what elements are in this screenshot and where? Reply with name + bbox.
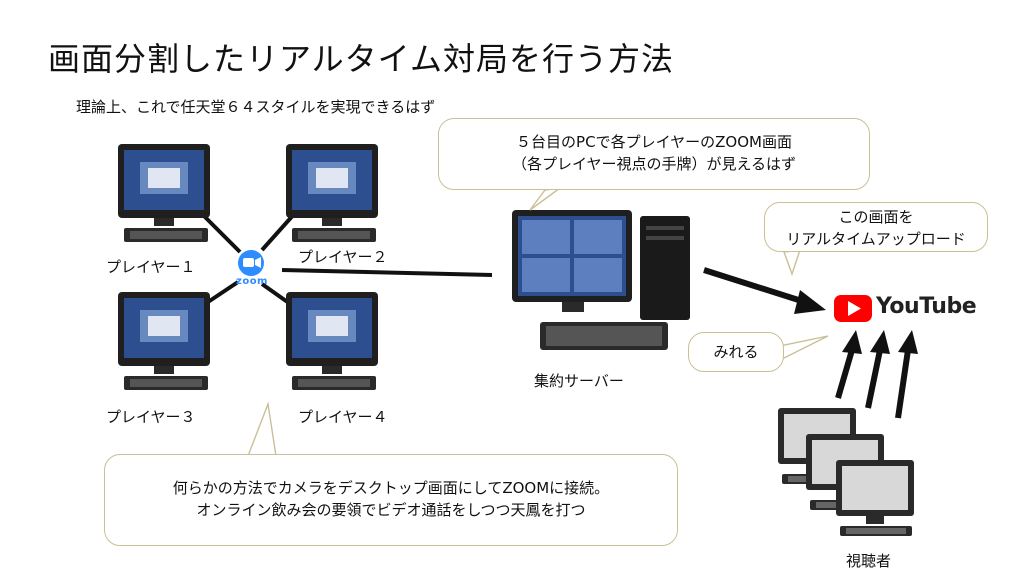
server-label: 集約サーバー [534, 372, 624, 390]
player-2-label: プレイヤー２ [298, 248, 388, 266]
player-4-label: プレイヤー４ [298, 408, 388, 426]
zoom-icon [238, 250, 264, 276]
page-title: 画面分割したリアルタイム対局を行う方法 [48, 40, 675, 78]
player-4-monitor [286, 292, 378, 390]
callout-bottom-line1: 何らかの方法でカメラをデスクトップ画面にしてZOOMに接続。 [172, 479, 610, 497]
zoom-label: zoom [236, 276, 268, 287]
youtube-label: YouTube [876, 294, 977, 319]
viewer-pc-icon [778, 408, 914, 536]
player-2-monitor [286, 144, 378, 242]
player-3-monitor [118, 292, 210, 390]
player-3-label: プレイヤー３ [106, 408, 196, 426]
player-1-label: プレイヤー１ [106, 258, 196, 276]
callout-upload-line1: この画面を [838, 208, 914, 226]
callout-bottom-line2: オンライン飲み会の要領でビデオ通話をしつつ天鳳を打つ [196, 501, 586, 519]
server-pc-icon [512, 210, 690, 350]
callout-server: ５台目のPCで各プレイヤーのZOOM画面 （各プレイヤー視点の手牌）が見えるはず [438, 118, 870, 190]
callout-watch-line1: みれる [713, 343, 759, 361]
player-1-monitor [118, 144, 210, 242]
callout-watch: みれる [688, 332, 784, 372]
callout-upload-line2: リアルタイムアップロード [786, 230, 966, 248]
page-subtitle: 理論上、これで任天堂６４スタイルを実現できるはず [76, 98, 436, 116]
callout-server-line1: ５台目のPCで各プレイヤーのZOOM画面 [516, 133, 792, 151]
callout-upload: この画面を リアルタイムアップロード [764, 202, 988, 252]
callout-bottom: 何らかの方法でカメラをデスクトップ画面にしてZOOMに接続。 オンライン飲み会の… [104, 454, 678, 546]
callout-server-line2: （各プレイヤー視点の手牌）が見えるはず [511, 155, 797, 173]
youtube-icon [834, 295, 872, 322]
viewers-label: 視聴者 [846, 552, 892, 570]
